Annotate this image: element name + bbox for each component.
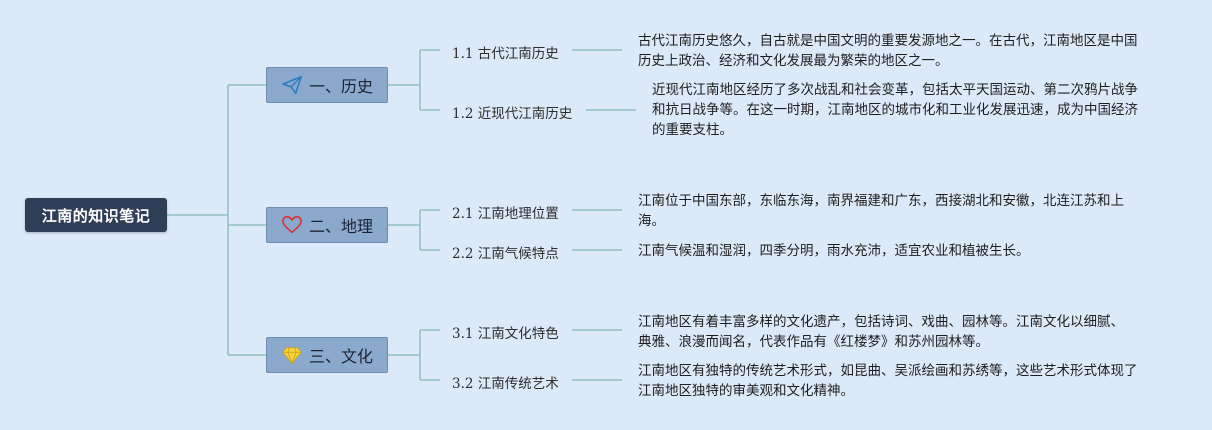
description-1-1: 古代江南历史悠久，自古就是中国文明的重要发源地之一。在古代，江南地区是中国历史上…: [638, 33, 1138, 69]
branch-node-history[interactable]: 一、历史: [266, 67, 388, 103]
description-1-2: 近现代江南地区经历了多次战乱和社会变革，包括太平天国运动、第二次鸦片战争和抗日战…: [652, 82, 1138, 138]
description-2-2: 江南气候温和湿润，四季分明，雨水充沛，适宜农业和植被生长。: [638, 243, 1030, 259]
sub-connector-culture: [388, 329, 440, 381]
description-3-2: 江南地区有独特的传统艺术形式，如昆曲、吴派绘画和苏绣等，这些艺术形式体现了江南地…: [638, 363, 1138, 399]
branch-label-culture: 三、文化: [308, 347, 373, 366]
branch-node-geography[interactable]: 二、地理: [266, 207, 388, 243]
heart-icon: [281, 214, 303, 236]
branch-node-culture[interactable]: 三、文化: [266, 337, 388, 373]
description-2-1: 江南位于中国东部，东临东海，南界福建和广东，西接湖北和安徽，北连江苏和上海。: [638, 193, 1124, 229]
root-label: 江南的知识笔记: [41, 206, 151, 225]
description-3-1: 江南地区有着丰富多样的文化遗产，包括诗词、戏曲、园林等。江南文化以细腻、典雅、浪…: [638, 314, 1124, 350]
paper-plane-icon: [281, 74, 303, 96]
subtopic-1-1[interactable]: 1.1 古代江南历史: [452, 46, 559, 62]
branch-label-history: 一、历史: [308, 77, 373, 96]
branch-label-geography: 二、地理: [308, 217, 373, 236]
sub-connector-geography: [388, 209, 440, 251]
subtopic-2-2[interactable]: 2.2 江南气候特点: [452, 246, 559, 262]
subtopic-2-1[interactable]: 2.1 江南地理位置: [452, 206, 559, 222]
subtopic-3-1[interactable]: 3.1 江南文化特色: [452, 326, 559, 342]
subtopic-3-2[interactable]: 3.2 江南传统艺术: [452, 376, 559, 392]
root-node[interactable]: 江南的知识笔记: [25, 198, 167, 232]
sub-connector-history: [388, 49, 440, 111]
subtopic-1-2[interactable]: 1.2 近现代江南历史: [452, 106, 573, 122]
diamond-icon: [281, 344, 303, 366]
